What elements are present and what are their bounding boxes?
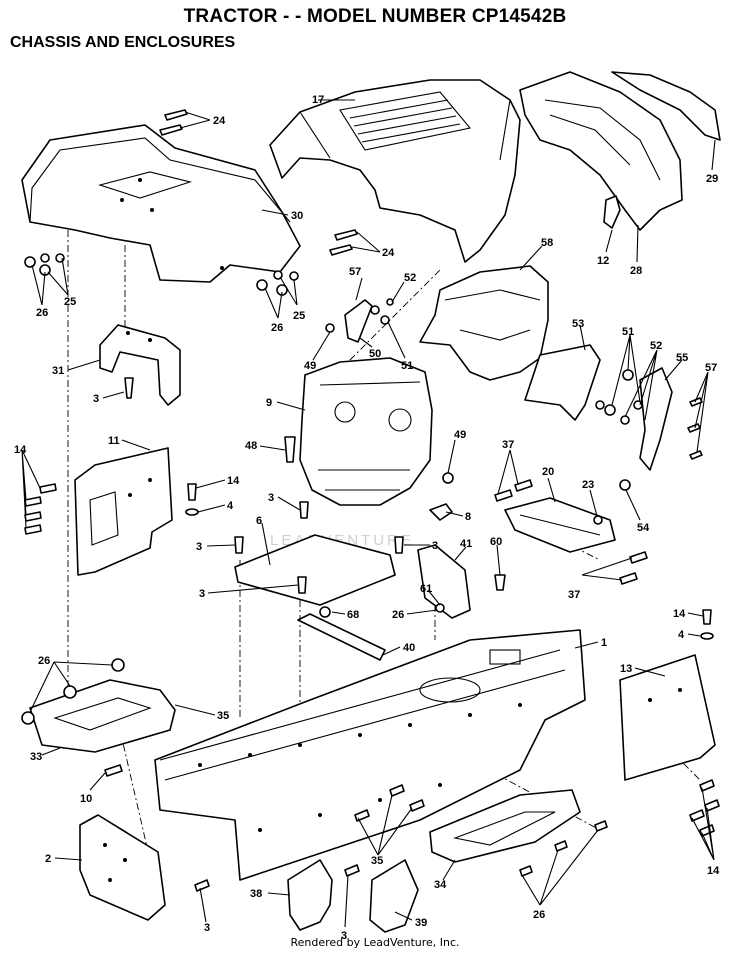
callout-labels: 17 24 29 30 24 12 28 25 26 57 52 58 26 2… (14, 94, 720, 942)
callout-label: 51 (622, 326, 634, 338)
footer-credit: Rendered by LeadVenture, Inc. (290, 936, 460, 949)
callout-label: 3 (341, 930, 347, 942)
part-33-footrest[interactable] (29, 679, 176, 753)
callout-label: 61 (420, 583, 432, 595)
part-17-hood[interactable] (269, 79, 521, 263)
part-1-frame[interactable] (154, 629, 586, 881)
callout-label: 1 (601, 637, 607, 649)
part-13-side-panel[interactable] (619, 654, 716, 781)
callout-label: 34 (434, 879, 447, 891)
part-58-shroud[interactable] (419, 265, 549, 381)
callout-label: 11 (108, 435, 120, 447)
callout-label: 9 (266, 397, 272, 409)
callout-label: 26 (271, 322, 283, 334)
callout-label: 3 (93, 393, 99, 405)
callout-label: 12 (597, 255, 609, 267)
callout-label: 10 (80, 793, 92, 805)
callout-label: 14 (707, 865, 720, 877)
callout-label: 57 (349, 266, 361, 278)
part-30-fender[interactable] (21, 124, 301, 283)
callout-label: 13 (620, 663, 632, 675)
callout-label: 37 (502, 439, 514, 451)
callout-label: 49 (454, 429, 466, 441)
callout-label: 6 (256, 515, 262, 527)
callout-label: 3 (204, 922, 210, 934)
callout-label: 4 (227, 500, 234, 512)
callout-label: 52 (650, 340, 662, 352)
callout-label: 28 (630, 265, 642, 277)
callout-label: 54 (637, 522, 650, 534)
callout-label: 23 (582, 479, 594, 491)
callout-label: 68 (347, 609, 359, 621)
callout-label: 30 (291, 210, 303, 222)
callout-label: 53 (572, 318, 584, 330)
callout-label: 3 (199, 588, 205, 600)
callout-label: 33 (30, 751, 42, 763)
part-40-strap[interactable] (297, 613, 386, 661)
page-title: TRACTOR - - MODEL NUMBER CP14542B (183, 6, 567, 27)
callout-label: 24 (382, 247, 395, 259)
callout-label: 3 (268, 492, 274, 504)
callout-label: 35 (371, 855, 383, 867)
callout-label: 3 (196, 541, 202, 553)
callout-label: 41 (460, 538, 472, 550)
leader-lines (21, 99, 716, 928)
callout-label: 24 (213, 115, 226, 127)
part-55-bracket[interactable] (639, 367, 673, 471)
callout-label: 58 (541, 237, 553, 249)
callout-label: 40 (403, 642, 415, 654)
part-39-bracket[interactable] (369, 859, 419, 933)
callout-label: 50 (369, 348, 381, 360)
part-31-bracket[interactable] (99, 324, 181, 406)
part-2-panel[interactable] (79, 814, 166, 921)
callout-label: 26 (36, 307, 48, 319)
callout-label: 8 (465, 511, 471, 523)
callout-label: 51 (401, 360, 413, 372)
part-12-latch[interactable] (603, 195, 621, 229)
callout-label: 39 (415, 917, 427, 929)
callout-label: 55 (676, 352, 688, 364)
part-9-dash[interactable] (299, 357, 433, 506)
part-34-footrest[interactable] (429, 789, 581, 863)
callout-label: 14 (673, 608, 686, 620)
part-11-side-panel[interactable] (74, 447, 173, 576)
callout-label: 2 (45, 853, 51, 865)
callout-label: 4 (678, 629, 685, 641)
callout-label: 60 (490, 536, 502, 548)
part-41-plate[interactable] (417, 544, 471, 619)
part-38-bracket[interactable] (287, 859, 333, 931)
callout-label: 14 (227, 475, 240, 487)
callout-label: 17 (312, 94, 324, 106)
callout-label: 48 (245, 440, 257, 452)
callout-label: 35 (217, 710, 229, 722)
callout-label: 57 (705, 362, 717, 374)
section-subtitle: CHASSIS AND ENCLOSURES (10, 34, 236, 51)
callout-label: 37 (568, 589, 580, 601)
callout-label: 26 (533, 909, 545, 921)
callout-label: 26 (392, 609, 404, 621)
callout-label: 29 (706, 173, 718, 185)
callout-label: 14 (14, 444, 27, 456)
callout-label: 25 (64, 296, 76, 308)
part-29-grille[interactable] (519, 71, 721, 231)
callout-label: 3 (432, 540, 438, 552)
callout-label: 52 (404, 272, 416, 284)
part-20-plate[interactable] (504, 497, 616, 553)
alignment-lines (67, 230, 701, 861)
callout-label: 25 (293, 310, 305, 322)
part-50-bracket[interactable] (344, 299, 373, 343)
callout-label: 49 (304, 360, 316, 372)
callout-label: 31 (52, 365, 64, 377)
callout-label: 38 (250, 888, 262, 900)
part-53-bracket[interactable] (524, 344, 601, 421)
callout-label: 20 (542, 466, 554, 478)
callout-label: 26 (38, 655, 50, 667)
